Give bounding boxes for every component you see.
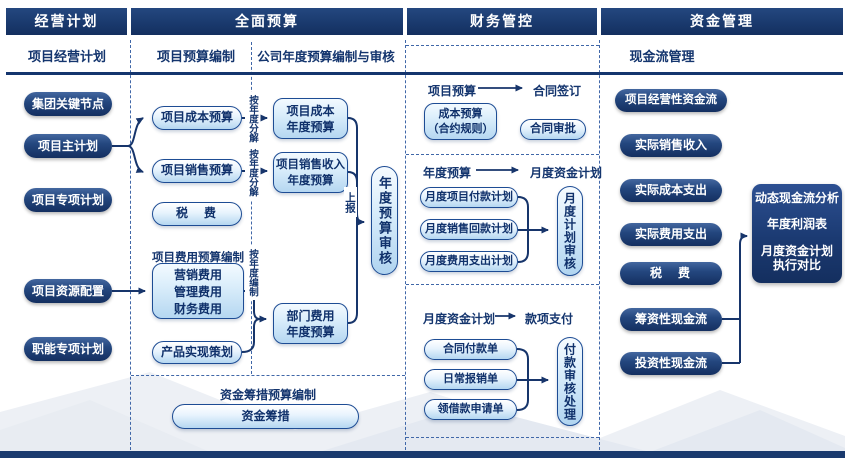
finance-section-divider-1 <box>406 45 599 46</box>
header-financial-control: 财务管控 <box>407 8 597 35</box>
box-project-cost-annual: 项目成本 年度预算 <box>273 98 348 139</box>
sales-annual-line1: 项目销售收入 <box>276 158 345 171</box>
pill-project-sales-budget: 项目销售预算 <box>152 159 242 183</box>
header-business-plan: 经营计划 <box>6 8 127 35</box>
contract-rule-line1: 成本预算 <box>438 107 483 120</box>
pill-daily-reimbursement-slip: 日常报销单 <box>424 369 517 390</box>
label-fee-budget-compile: 项目费用预算编制 <box>152 252 244 264</box>
divider-col3-col4 <box>599 40 600 450</box>
dept-annual-line2: 年度预算 <box>286 324 335 339</box>
pill-contract-approval: 合同审批 <box>520 119 586 140</box>
expense-line-finance: 财务费用 <box>173 301 222 316</box>
analysis-line-execution-compare: 执行对比 <box>772 258 821 272</box>
pill-annual-budget-review: 年度预算审核 <box>371 166 398 275</box>
label-monthly-fund-plan: 月度资金计划 <box>529 166 602 180</box>
label-by-year-decompose-2: 按年度分解 <box>245 146 259 200</box>
finance-section-divider-4 <box>406 437 599 438</box>
box-dept-expense-annual: 部门费用 年度预算 <box>273 303 348 344</box>
pill-actual-expense-payout: 实际费用支出 <box>620 223 722 246</box>
divider-budget-subcolumns <box>251 42 252 374</box>
subheader-underline <box>6 72 843 75</box>
pill-project-master-plan: 项目主计划 <box>24 134 112 158</box>
label-payment: 款项支付 <box>524 312 573 326</box>
box-dynamic-cashflow-analysis: 动态现金流分析 年度利润表 月度资金计划 执行对比 <box>752 184 842 283</box>
label-project-budget: 项目预算 <box>427 84 476 98</box>
pill-function-special-plan: 职能专项计划 <box>24 337 112 361</box>
pill-product-realization-plan: 产品实现策划 <box>152 341 242 364</box>
pill-project-cost-budget: 项目成本预算 <box>152 106 242 130</box>
header-fund-management: 资金管理 <box>601 8 843 35</box>
pill-monthly-expense-payout-plan: 月度费用支出计划 <box>420 251 518 272</box>
pill-project-special-plan: 项目专项计划 <box>24 188 112 212</box>
box-project-sales-annual: 项目销售收入 年度预算 <box>273 152 348 193</box>
analysis-line-dynamic-cashflow: 动态现金流分析 <box>754 191 839 205</box>
pill-monthly-sales-collection-plan: 月度销售回款计划 <box>420 219 518 240</box>
label-monthly-fund-plan-2: 月度资金计划 <box>422 312 495 326</box>
pill-project-operating-cashflow: 项目经营性资金流 <box>615 89 727 112</box>
subheader-project-budget: 项目预算编制 <box>156 49 235 64</box>
contract-rule-line2: （合约规则） <box>427 122 494 135</box>
expense-line-admin: 管理费用 <box>173 284 222 299</box>
divider-col2-col3 <box>405 40 406 450</box>
pill-project-resource-alloc: 项目资源配置 <box>24 279 112 303</box>
cost-annual-line2: 年度预算 <box>286 119 335 134</box>
pill-monthly-project-payment-plan: 月度项目付款计划 <box>420 187 518 208</box>
expense-line-marketing: 营销费用 <box>173 267 222 282</box>
label-contract-sign: 合同签订 <box>532 84 581 98</box>
pill-contract-payment-slip: 合同付款单 <box>424 339 517 360</box>
pill-loan-application-slip: 领借款申请单 <box>424 399 517 420</box>
dept-annual-line1: 部门费用 <box>286 308 335 323</box>
box-expense-budget: 营销费用 管理费用 财务费用 <box>152 263 244 319</box>
cost-annual-line1: 项目成本 <box>286 103 335 118</box>
finance-section-divider-2 <box>406 154 599 155</box>
analysis-line-monthly-plan: 月度资金计划 <box>760 244 833 258</box>
pill-tax-fee: 税 费 <box>152 202 242 226</box>
label-by-year-compile: 按年度编制 <box>245 246 259 300</box>
pill-actual-sales-income: 实际销售收入 <box>620 134 722 157</box>
divider-col1-col2 <box>130 40 131 450</box>
pill-actual-cost-payout: 实际成本支出 <box>620 179 722 202</box>
label-fund-raise-budget: 资金筹措预算编制 <box>219 388 316 402</box>
pill-fund-raise: 资金筹措 <box>172 404 359 429</box>
header-total-budget: 全面预算 <box>131 8 403 35</box>
sales-annual-line2: 年度预算 <box>287 174 334 187</box>
pill-group-key-nodes: 集团关键节点 <box>24 92 112 116</box>
finance-section-divider-3 <box>406 284 599 285</box>
pill-monthly-plan-review: 月度计划审核 <box>557 186 583 276</box>
label-annual-budget: 年度预算 <box>422 166 471 180</box>
subheader-company-budget: 公司年度预算编制与审核 <box>257 50 395 64</box>
bottom-bar <box>0 451 845 458</box>
pill-financing-cashflow: 筹资性现金流 <box>620 308 722 331</box>
pill-investing-cashflow: 投资性现金流 <box>620 352 722 375</box>
label-submit-up: 上报 <box>344 187 357 217</box>
subheader-project-plan: 项目经营计划 <box>27 49 106 64</box>
pill-payment-review-processing: 付款审核处理 <box>557 337 583 426</box>
pill-tax-fee-cash: 税 费 <box>620 262 722 285</box>
analysis-line-annual-profit: 年度利润表 <box>766 217 827 231</box>
box-cost-budget-contract-rule: 成本预算 （合约规则） <box>424 103 497 140</box>
label-by-year-decompose-1: 按年度分解 <box>245 92 259 146</box>
budget-raise-section-divider <box>131 375 405 376</box>
subheader-cashflow: 现金流管理 <box>629 49 695 64</box>
